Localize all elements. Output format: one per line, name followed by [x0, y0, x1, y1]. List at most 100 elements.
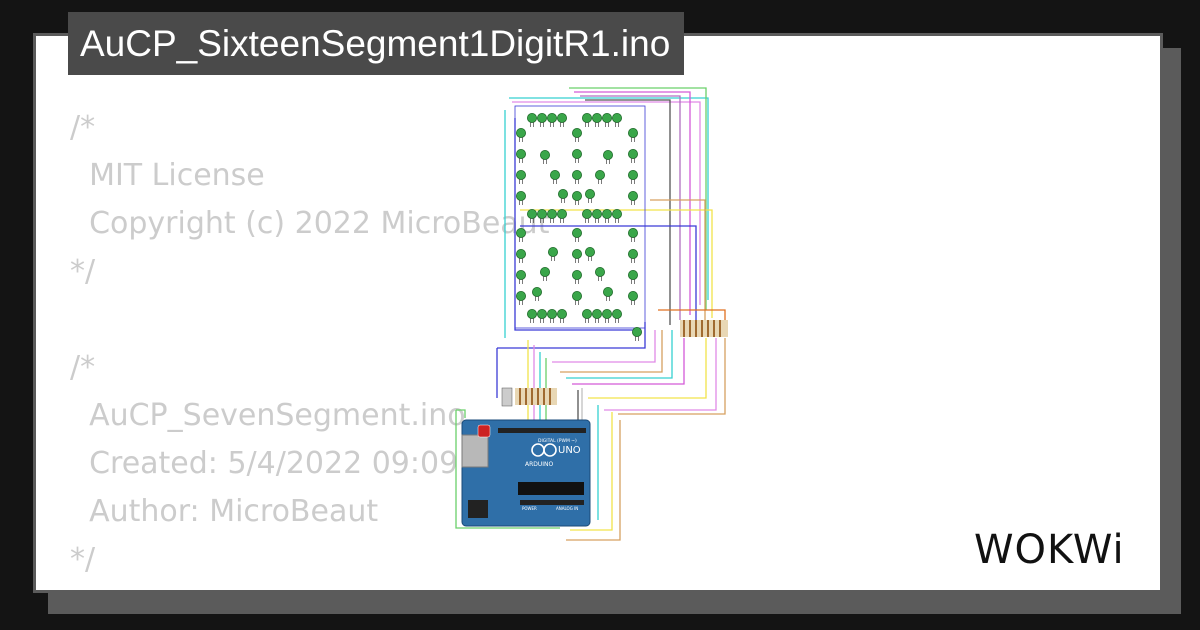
led-segment	[516, 190, 527, 201]
page-title: AuCP_SixteenSegment1DigitR1.ino	[68, 12, 685, 75]
led-leads	[585, 318, 589, 323]
led-segment	[558, 188, 569, 199]
led-segment	[516, 169, 527, 180]
led-leads	[606, 159, 610, 164]
led-leads	[606, 296, 610, 301]
led-leads	[631, 158, 635, 163]
led-segment	[628, 148, 639, 159]
led-leads	[560, 218, 564, 223]
code-line: AuCP_SevenSegment.ino	[70, 398, 466, 433]
led-leads	[561, 198, 565, 203]
led-segment	[572, 290, 583, 301]
led-leads	[605, 122, 609, 127]
led-segment	[572, 227, 583, 238]
led-segment	[628, 290, 639, 301]
led-leads	[519, 300, 523, 305]
resistor-array-bottom	[501, 387, 557, 407]
led-segment	[582, 308, 593, 319]
led-segment	[585, 246, 596, 257]
led-leads	[543, 276, 547, 281]
led-leads	[605, 318, 609, 323]
led-segment	[602, 113, 613, 124]
led-leads	[535, 296, 539, 301]
led-leads	[575, 158, 579, 163]
led-segment	[595, 169, 606, 180]
led-leads	[553, 179, 557, 184]
led-leads	[550, 122, 554, 127]
led-leads	[530, 218, 534, 223]
led-segment	[572, 148, 583, 159]
led-segment	[628, 169, 639, 180]
led-segment	[516, 290, 527, 301]
led-segment	[582, 208, 593, 219]
board-brand-label: ARDUINO	[525, 461, 554, 468]
led-leads	[631, 258, 635, 263]
led-segment	[572, 269, 583, 280]
code-line: MIT License	[70, 158, 265, 193]
led-leads	[575, 258, 579, 263]
led-leads	[615, 122, 619, 127]
power-pins-label: POWER	[522, 506, 537, 511]
digital-pins-label: DIGITAL (PWM ~)	[538, 438, 577, 444]
led-segment	[557, 208, 568, 219]
led-leads	[631, 137, 635, 142]
led-segment	[595, 266, 606, 277]
led-segment	[632, 326, 643, 337]
code-line: /*	[70, 110, 96, 145]
led-leads	[543, 159, 547, 164]
led-leads	[540, 318, 544, 323]
led-segment	[516, 127, 527, 138]
led-leads	[530, 122, 534, 127]
led-segment	[537, 208, 548, 219]
led-leads	[598, 179, 602, 184]
led-segment	[612, 308, 623, 319]
led-leads	[551, 256, 555, 261]
led-leads	[635, 336, 639, 341]
led-segment	[612, 113, 623, 124]
led-segment	[540, 149, 551, 160]
led-segment	[628, 127, 639, 138]
led-leads	[530, 318, 534, 323]
led-segment	[516, 148, 527, 159]
led-segment	[603, 286, 614, 297]
code-line: Author: MicroBeaut	[70, 494, 379, 529]
led-leads	[631, 300, 635, 305]
led-leads	[615, 318, 619, 323]
resistor-array-top	[680, 320, 728, 337]
led-leads	[519, 237, 523, 242]
led-leads	[588, 198, 592, 203]
sixteen-segment-led-array	[514, 105, 646, 341]
led-leads	[519, 179, 523, 184]
led-segment	[628, 190, 639, 201]
led-segment	[602, 308, 613, 319]
led-segment	[547, 208, 558, 219]
board-model-label: UNO	[558, 445, 581, 456]
led-leads	[631, 237, 635, 242]
led-segment	[557, 113, 568, 124]
led-segment	[592, 113, 603, 124]
wokwi-logo: WOKWi	[974, 527, 1125, 573]
led-segment	[550, 169, 561, 180]
led-leads	[575, 237, 579, 242]
led-leads	[595, 122, 599, 127]
led-leads	[575, 179, 579, 184]
led-leads	[575, 137, 579, 142]
led-segment	[532, 286, 543, 297]
led-leads	[585, 218, 589, 223]
led-segment	[540, 266, 551, 277]
led-leads	[575, 200, 579, 205]
led-segment	[602, 208, 613, 219]
led-leads	[631, 279, 635, 284]
led-leads	[598, 276, 602, 281]
led-leads	[605, 218, 609, 223]
led-segment	[557, 308, 568, 319]
led-segment	[592, 308, 603, 319]
led-segment	[516, 269, 527, 280]
led-segment	[516, 248, 527, 259]
led-leads	[560, 122, 564, 127]
led-segment	[572, 190, 583, 201]
led-leads	[631, 200, 635, 205]
led-leads	[595, 218, 599, 223]
led-leads	[519, 279, 523, 284]
led-leads	[585, 122, 589, 127]
